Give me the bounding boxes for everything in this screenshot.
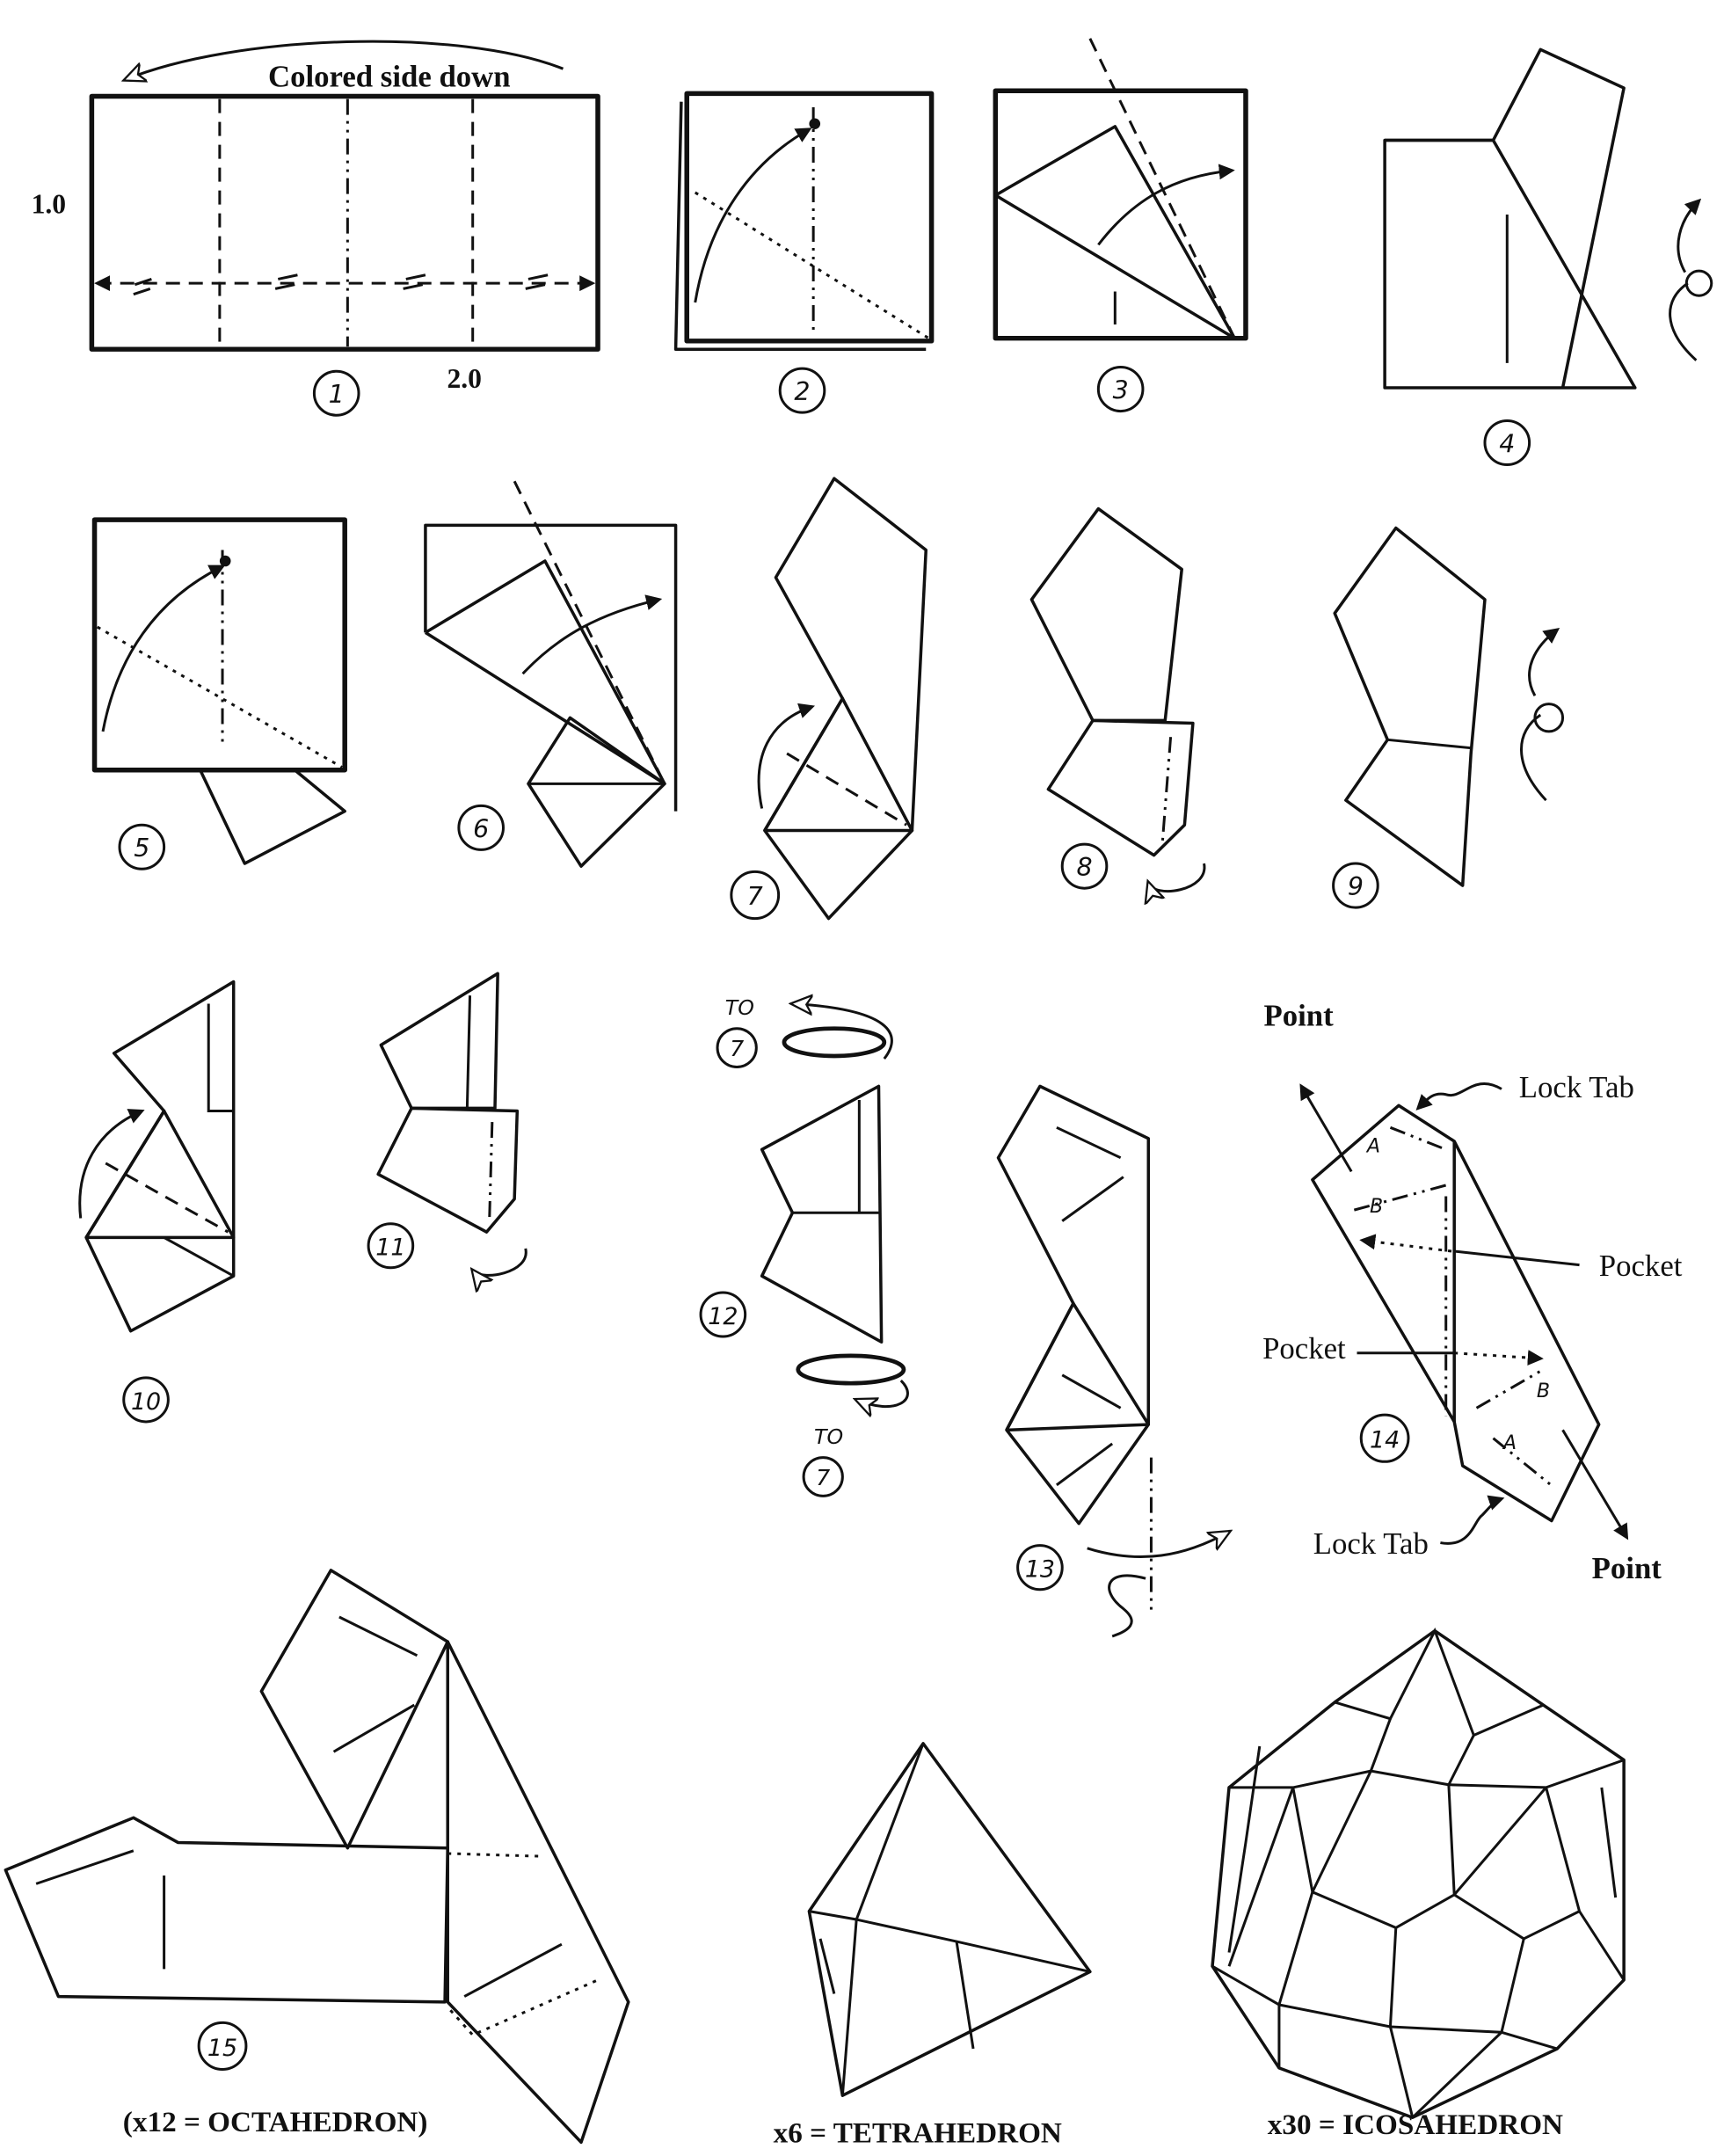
lock-tab-label-top: Lock Tab	[1519, 1071, 1634, 1104]
step-number-2: 2	[794, 377, 810, 406]
colored-side-down-label: Colored side down	[268, 61, 511, 94]
step-number-6: 6	[473, 814, 489, 843]
dimension-width-label: 2.0	[447, 363, 482, 394]
step-number-1: 1	[329, 380, 345, 409]
step-number-5: 5	[134, 834, 149, 863]
dimension-height-label: 1.0	[32, 189, 67, 220]
to-label-top: TO	[725, 995, 754, 1020]
step-7-diagram: 7	[731, 478, 926, 918]
step-13-diagram: 13	[998, 1086, 1229, 1636]
step-number-11: 11	[375, 1235, 405, 1262]
step-3-diagram: 3	[993, 39, 1248, 412]
octahedron-caption: (x12 = OCTAHEDRON)	[123, 2107, 428, 2138]
mark-b-top: B	[1370, 1196, 1383, 1218]
mark-a-top: A	[1365, 1136, 1380, 1158]
step-11-diagram: 11	[368, 973, 526, 1275]
step-number-9: 9	[1348, 872, 1364, 901]
icosahedron-model: x30 = ICOSAHEDRON	[1212, 1631, 1624, 2141]
pocket-label-left: Pocket	[1262, 1332, 1346, 1366]
step-5-diagram: 5	[91, 517, 347, 869]
point-label-bottom: Point	[1592, 1552, 1662, 1585]
to-step-7-bottom: 7	[816, 1465, 830, 1490]
step-15-diagram: 15 (x12 = OCTAHEDRON)	[5, 1570, 628, 2143]
step-12-diagram: TO 7 12 TO 7	[701, 995, 907, 1496]
icosahedron-caption: x30 = ICOSAHEDRON	[1268, 2109, 1563, 2141]
step-9-diagram: 9	[1334, 528, 1563, 907]
step-2-diagram: 2	[676, 91, 935, 412]
point-label-top: Point	[1263, 1000, 1334, 1033]
to-label-bottom: TO	[814, 1424, 843, 1449]
pocket-label-right: Pocket	[1599, 1249, 1683, 1283]
step-number-8: 8	[1076, 853, 1092, 882]
step-number-7: 7	[747, 882, 763, 911]
step-number-14: 14	[1370, 1427, 1400, 1454]
step-number-10: 10	[131, 1388, 161, 1416]
step-4-diagram: 4	[1385, 49, 1712, 464]
tetrahedron-caption: x6 = TETRAHEDRON	[774, 2118, 1062, 2150]
lock-tab-label-bottom: Lock Tab	[1313, 1527, 1429, 1561]
tetrahedron-model: x6 = TETRAHEDRON	[774, 1744, 1090, 2149]
step-number-4: 4	[1499, 430, 1515, 459]
step-10-diagram: 10	[80, 982, 234, 1422]
step-14-diagram: A B B A Point Lock Tab Pocket Pocket 14 …	[1262, 1000, 1683, 1585]
step-number-15: 15	[207, 2035, 237, 2062]
to-step-7-top: 7	[730, 1036, 744, 1061]
mark-b-bottom: B	[1537, 1380, 1550, 1402]
step-number-3: 3	[1113, 376, 1129, 405]
step-8-diagram: 8	[1031, 509, 1204, 892]
step-1-diagram: Colored side down 1.0 1 2.0	[32, 41, 600, 415]
step-6-diagram: 6	[426, 481, 676, 866]
mark-a-bottom: A	[1502, 1432, 1517, 1454]
step-number-13: 13	[1025, 1556, 1055, 1584]
step-number-12: 12	[708, 1303, 738, 1330]
